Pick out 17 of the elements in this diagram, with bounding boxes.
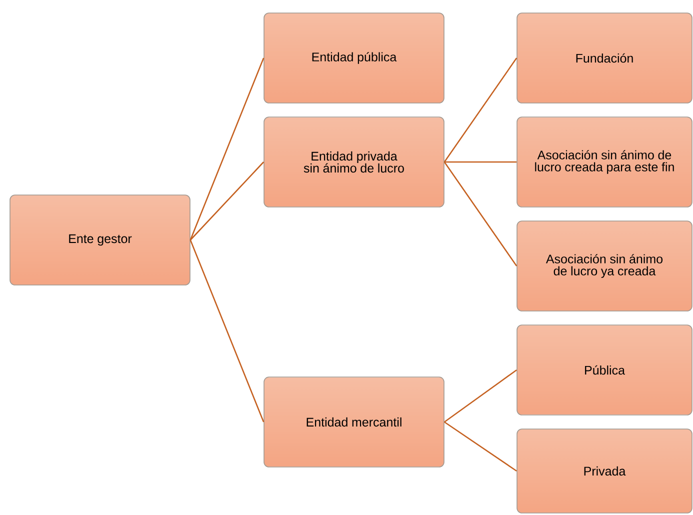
box: Pública	[516, 324, 692, 416]
box: Asociación sin ánimo de lucro creada para este fin	[516, 116, 692, 208]
connector-line	[444, 58, 518, 162]
connector-line	[444, 369, 517, 423]
box: Fundación	[516, 12, 692, 104]
connector-line	[190, 240, 264, 422]
connector-line	[444, 161, 517, 163]
box: Entidad privada sin ánimo de lucro	[264, 116, 444, 208]
connector-line	[190, 162, 264, 240]
box: Ente gestor	[10, 194, 190, 286]
box: Entidad pública	[264, 12, 444, 104]
connector-line	[190, 58, 264, 240]
box: Privada	[516, 428, 692, 514]
box: Asociación sin ánimo de lucro ya creada	[516, 220, 692, 312]
connector-line	[444, 421, 517, 472]
connector-line	[444, 162, 518, 266]
box: Entidad mercantil	[264, 376, 444, 468]
